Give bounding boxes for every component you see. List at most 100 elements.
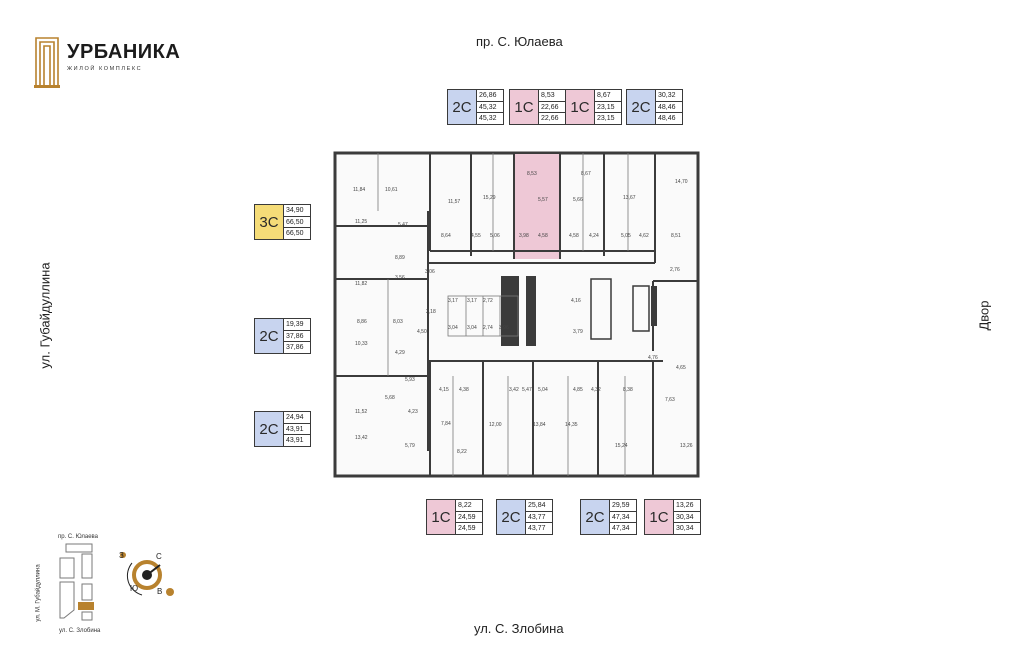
stairwell [632,285,650,332]
room-area: 8,53 [527,171,537,177]
room-area: 3,04 [448,325,458,331]
room-area: 4,24 [589,233,599,239]
total-area-alt: 43,91 [286,437,304,445]
room-area: 11,57 [448,199,460,205]
room-area: 5,57 [538,197,548,203]
total-area-alt: 30,34 [676,525,694,533]
room-area: 14,35 [565,422,578,428]
total-area: 45,32 [477,102,503,114]
street-right: Двор [976,300,992,331]
apartment-type: 3С [254,204,284,240]
room-area: 3,17 [448,298,458,304]
room-area: 5,06 [490,233,500,239]
room-area: 4,55 [471,233,481,239]
brand-logo-icon [34,37,60,88]
room-area: 4,29 [395,350,405,356]
elevator-shaft [590,278,612,340]
total-area: 66,50 [284,217,310,229]
room-area: 5,47 [398,222,408,228]
room-area: 10,33 [355,341,368,347]
room-area: 4,62 [639,233,649,239]
room-area: 3,79 [573,329,583,335]
room-area: 2,74 [483,325,493,331]
living-area: 8,22 [456,500,482,512]
room-area: 5,93 [405,377,415,383]
room-area: 4,50 [417,329,427,335]
room-area: 10,61 [385,187,398,193]
room-area: 2,18 [426,309,436,315]
total-area-alt: 43,77 [528,525,546,533]
room-area: 8,03 [393,319,403,325]
room-area: 3,42 [509,387,519,393]
room-area: 7,63 [665,397,675,403]
room-area: 11,52 [355,409,367,415]
living-area: 19,39 [284,319,310,331]
highlighted-apartment[interactable] [514,154,560,259]
room-area: 4,16 [571,298,581,304]
core-wall [651,286,657,326]
room-area: 8,86 [357,319,367,325]
room-area: 4,38 [459,387,469,393]
compass-north: С [156,552,162,561]
room-area: 4,32 [591,387,601,393]
total-area-alt: 24,59 [458,525,476,533]
living-area: 24,94 [284,412,310,424]
mini-map-street-bottom: ул. С. Злобина [59,628,101,634]
room-area: 12,00 [489,422,502,428]
room-area: 2,76 [670,267,680,273]
room-area: 4,15 [439,387,449,393]
room-area: 5,04 [538,387,548,393]
room-area: 3,17 [467,298,477,304]
room-area: 5,79 [405,443,415,449]
total-area: 30,34 [674,512,700,524]
room-area: 13,84 [533,422,546,428]
floor-plan: 11,84 10,61 11,25 5,47 11,57 15,29 8,53 … [333,151,700,478]
room-area: 5,05 [621,233,631,239]
compass-icon [120,552,174,596]
room-area: 8,38 [623,387,633,393]
core-wall [501,276,519,346]
room-area: 8,64 [441,233,451,239]
room-area: 4,65 [676,365,686,371]
apartment-type: 2С [254,318,284,354]
site-mini-map [59,543,94,621]
mini-map-street-top: пр. С. Юлаева [58,534,99,540]
living-area: 29,59 [610,500,636,512]
apartment-type: 2С [580,499,610,535]
room-area: 5,68 [385,395,395,401]
total-area-alt: 47,34 [612,525,630,533]
room-area: 5,47 [522,387,532,393]
room-area: 4,58 [538,233,548,239]
brand-tagline: ЖИЛОЙ КОМПЛЕКС [67,66,143,72]
living-area: 26,86 [477,90,503,102]
apartment-type: 2С [447,89,477,125]
total-area-alt: 48,46 [658,115,676,123]
total-area: 43,77 [526,512,552,524]
room-area: 5,66 [573,197,583,203]
total-area-alt: 45,32 [479,115,497,123]
brand-name: УРБАНИКА [67,41,181,63]
room-area: 7,84 [441,421,451,427]
room-area: 15,29 [483,195,496,201]
room-area: 8,89 [395,255,405,261]
total-area: 24,59 [456,512,482,524]
total-area-alt: 22,66 [541,115,559,123]
room-area: 15,24 [615,443,628,449]
room-area: 11,82 [355,281,367,287]
room-area: 3,06 [425,269,435,275]
living-area: 8,67 [595,90,621,102]
room-area: 8,22 [457,449,467,455]
room-area: 11,25 [355,219,367,225]
room-area: 13,67 [623,195,636,201]
